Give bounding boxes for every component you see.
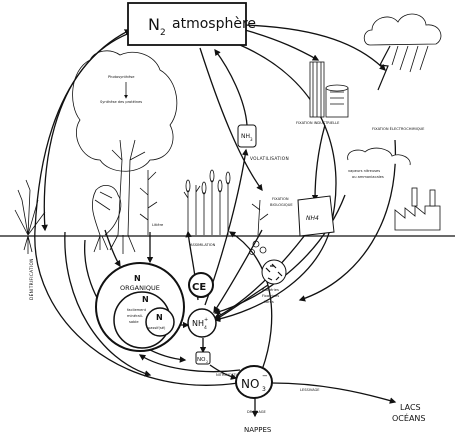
oceans-label: OCÉANS — [392, 412, 425, 423]
mineralizable-label-1: facilement — [127, 308, 147, 312]
storm-cloud-icon — [363, 13, 442, 91]
smoking-factory-icon — [347, 147, 441, 231]
passive-n-label: passif(sé) — [148, 326, 166, 330]
mineralizable-n-symbol: N — [142, 295, 149, 304]
leaching-label: LESSIVAGE — [300, 388, 320, 392]
nitrite-label: NO — [197, 357, 206, 363]
volatilisation-label: VOLATILISATION — [250, 156, 289, 162]
exchange-complex-label: CE — [192, 282, 206, 293]
fertilizer-bag-icon: NH4 — [297, 195, 335, 237]
atmosphere-box: N 2 atmosphère — [127, 2, 256, 46]
ammonium-subscript: 4 — [204, 325, 207, 331]
mineralizable-label-3: sable — [129, 320, 139, 324]
fertilizer-bag-label: NH4 — [306, 215, 319, 222]
nitrite-subscript: 2 — [206, 360, 208, 364]
bacteria-label-2: Fixatrices — [262, 294, 279, 298]
ammonium-charge: + — [204, 317, 208, 323]
legume-plant-icon — [249, 199, 269, 255]
lakes-label: LACS — [400, 403, 421, 412]
nitrate-label: NO — [241, 377, 259, 391]
assimilation-label: ASSIMILATION — [190, 243, 216, 247]
drainage-label: DRAINAGE — [247, 410, 267, 414]
biological-fixation-label-1: FIXATION — [272, 197, 289, 201]
n2-subscript: 2 — [160, 28, 166, 38]
bacteria-label-1: Bactéries — [262, 288, 279, 292]
bacteria-label-3: libres — [264, 300, 274, 304]
mineralizable-label-2: minérali- — [127, 314, 144, 318]
groundwater-label: NAPPES — [244, 426, 272, 434]
denitrification-label: DÉNITRIFICATION — [27, 258, 35, 300]
nitrate-charge: − — [262, 372, 268, 380]
biological-fixation-label-2: BIOLOGIQUE — [270, 203, 293, 207]
nitrous-vapours-label-1: vapeurs nitreuses — [348, 169, 380, 173]
industrial-fixation-label: FIXATION INDUSTRIELLE — [296, 121, 340, 125]
nh3-label: NH — [241, 133, 250, 140]
crops-icon — [183, 169, 231, 235]
exchange-complex: CE — [188, 272, 214, 298]
protein-synthesis-label: Synthèse des protéines — [100, 100, 142, 104]
passive-n-pool: N passif(sé) — [145, 307, 175, 337]
organic-n-label: ORGANIQUE — [120, 284, 160, 292]
factory-icon — [309, 61, 349, 118]
sapling-icon — [139, 170, 158, 235]
nh3-subscript: 3 — [250, 137, 253, 142]
n2-symbol: N — [148, 15, 160, 34]
organic-n-symbol: N — [134, 274, 141, 283]
nh3-container-icon: NH 3 — [237, 124, 257, 148]
shrub-icon — [92, 185, 122, 253]
tree-icon: Photosynthèse Synthèse des protéines — [72, 50, 178, 254]
nitrous-vapours-label-2: ou ammoniacales — [352, 175, 384, 179]
nitrate-pool: NO 3 − — [235, 365, 273, 399]
ammonium-label: NH — [192, 319, 204, 328]
photosynthesis-label: Photosynthèse — [108, 75, 135, 79]
nitrate-subscript: 3 — [262, 386, 266, 393]
litter-label: Litière — [152, 223, 164, 227]
cycle-arrows — [34, 24, 397, 418]
passive-n-symbol: N — [156, 313, 163, 322]
free-bacteria-icon: Bactéries Fixatrices libres — [261, 259, 287, 304]
grass-plant-icon — [14, 179, 46, 254]
nitrification-label: NITRIFICATION — [216, 373, 242, 377]
atmosphere-label: atmosphère — [172, 16, 256, 32]
nitrite-pool: NO 2 — [195, 351, 211, 365]
electrochemical-fixation-label: FIXATION ÉLECTROCHIMIQUE — [372, 126, 425, 131]
ammonium-pool: NH + 4 — [187, 308, 217, 338]
